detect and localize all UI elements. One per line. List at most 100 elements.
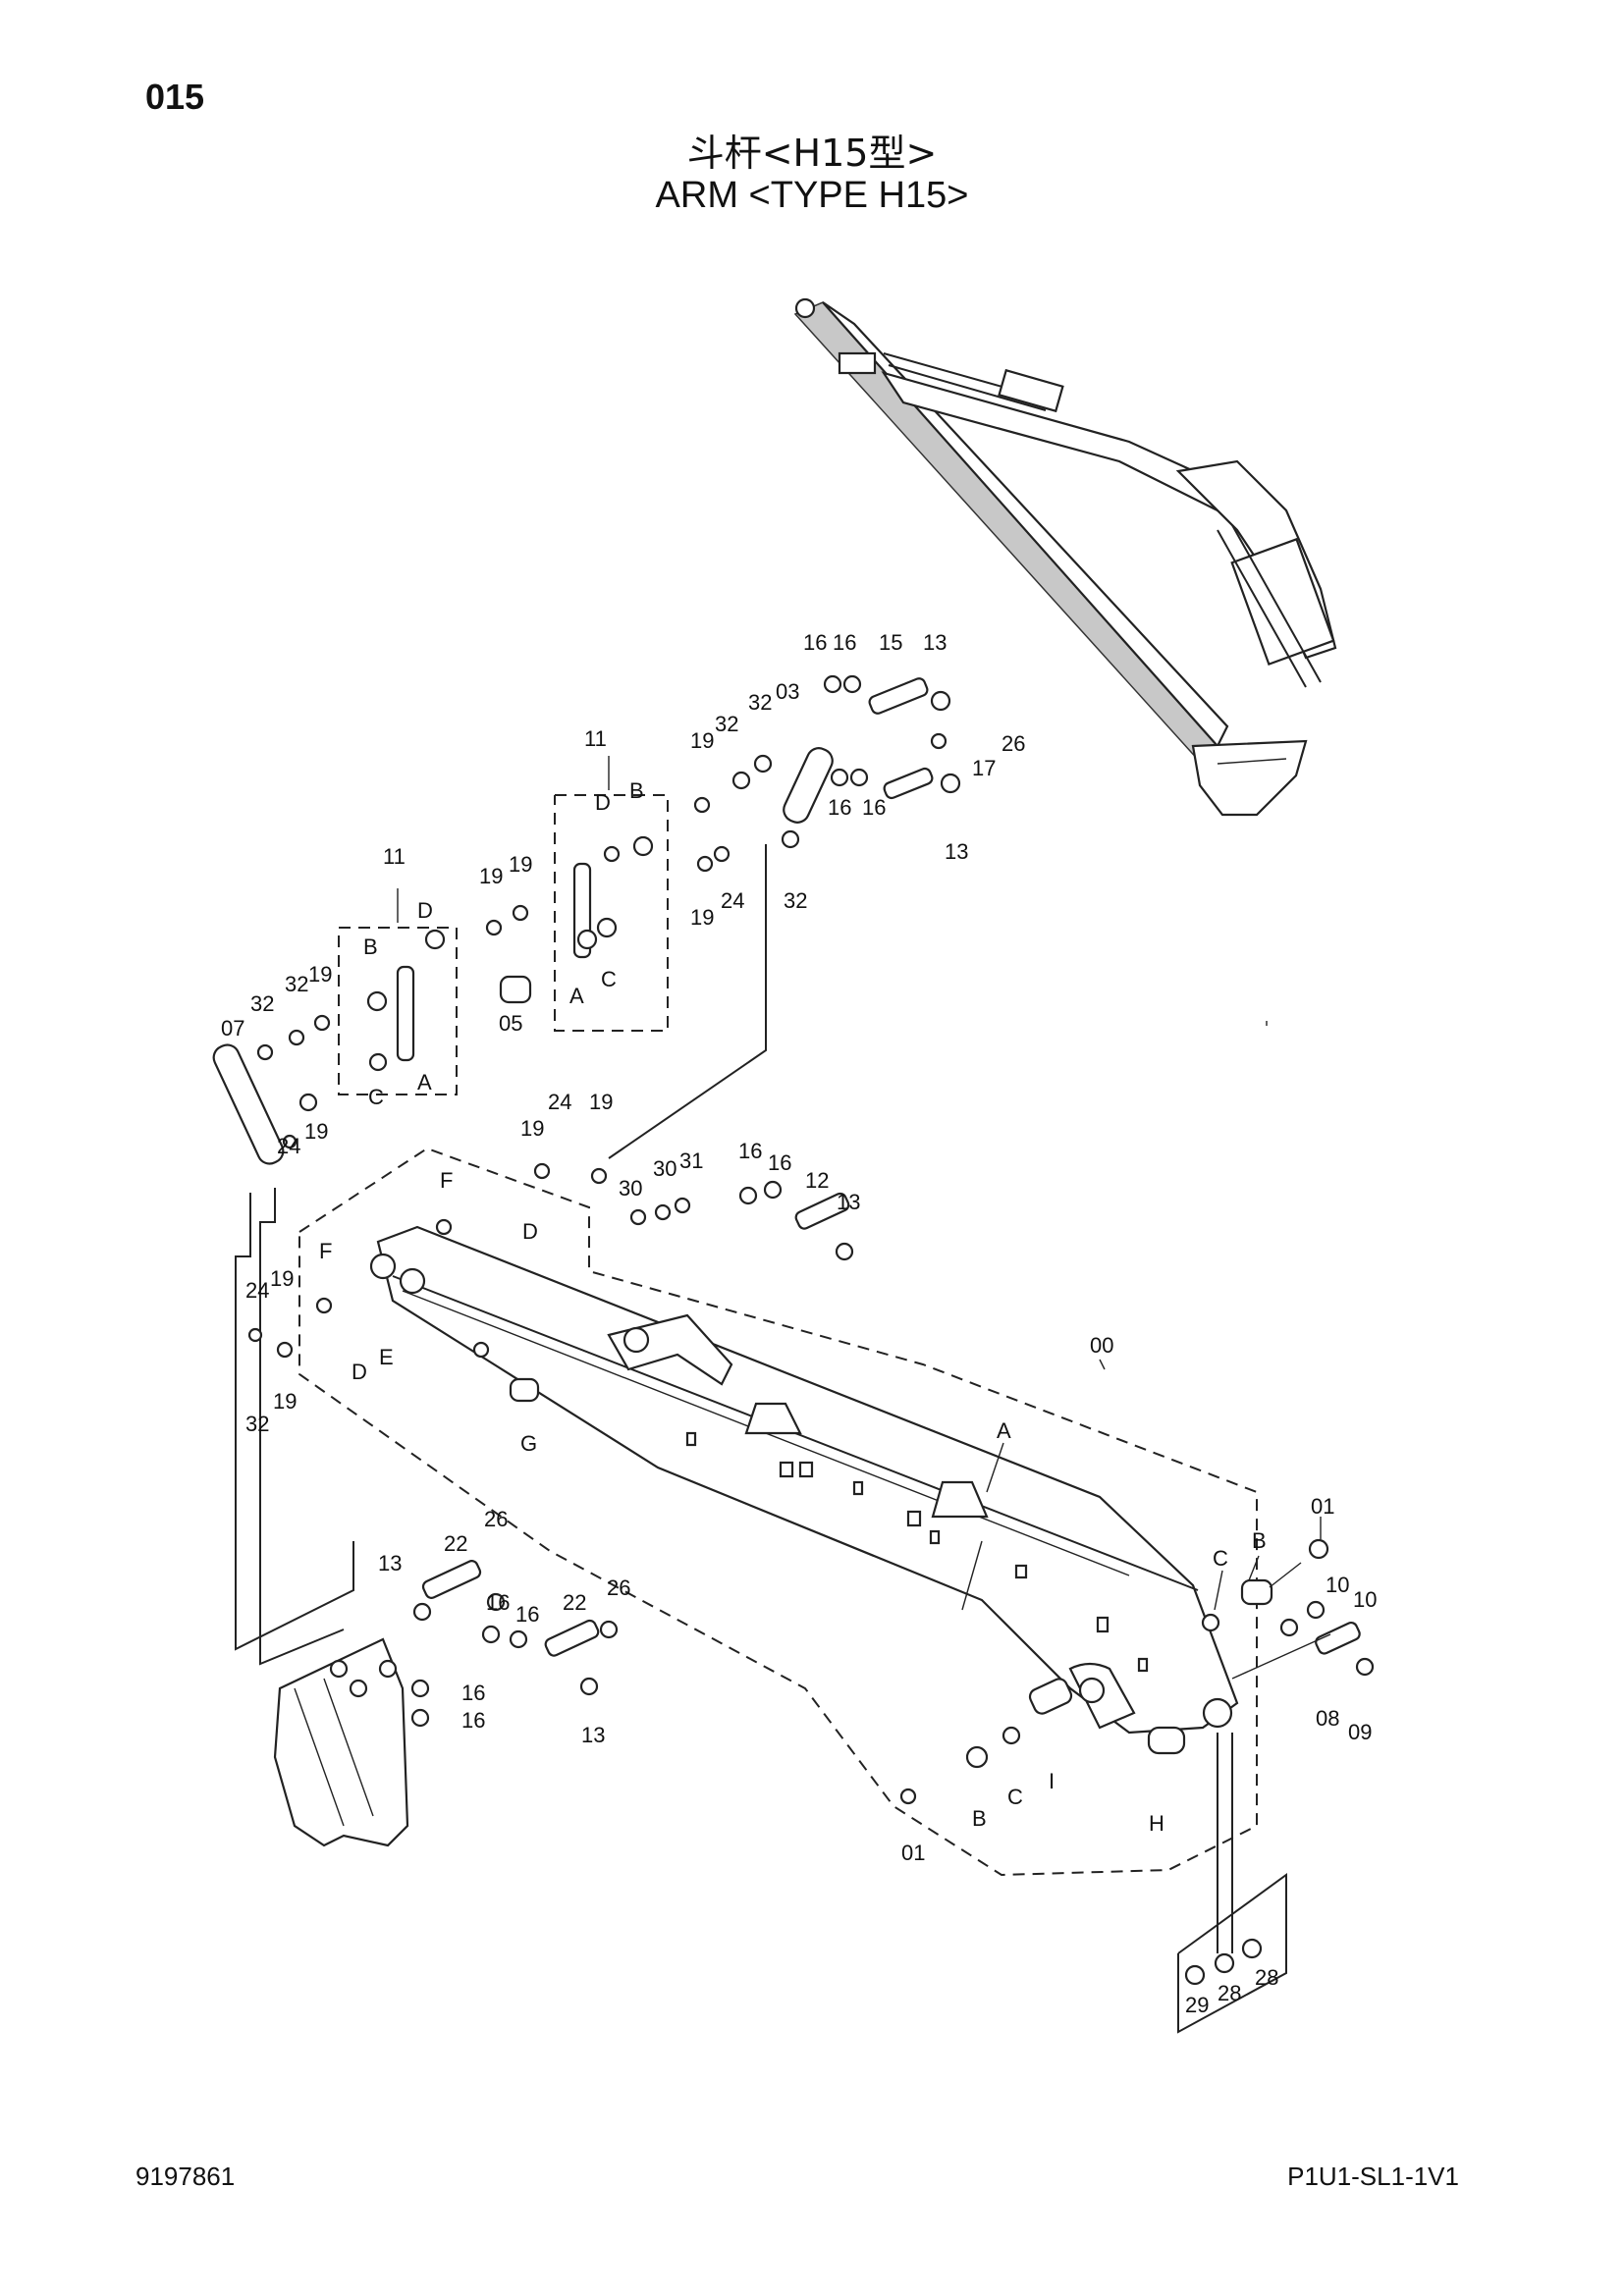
callout-label: 28 bbox=[1218, 1981, 1241, 2005]
callout-label: 26 bbox=[607, 1575, 630, 1600]
callout-label: 17 bbox=[972, 756, 996, 780]
callout-label: 22 bbox=[444, 1531, 467, 1556]
excavator-overview-illustration bbox=[793, 297, 1337, 817]
callout-label: D bbox=[522, 1219, 538, 1244]
page-number: 015 bbox=[145, 77, 205, 117]
callout-leaders bbox=[986, 1359, 1331, 1680]
callout-label: 24 bbox=[277, 1134, 300, 1158]
callout-label: 31 bbox=[679, 1148, 703, 1173]
assembly-outline-11-right bbox=[554, 794, 669, 1032]
callout-label: 16 bbox=[461, 1681, 485, 1705]
callout-label: C bbox=[601, 967, 617, 991]
callout-label: 30 bbox=[619, 1176, 642, 1201]
callout-label: B bbox=[629, 778, 644, 803]
callout-label: 16 bbox=[461, 1708, 485, 1733]
callout-label: 13 bbox=[923, 630, 947, 655]
callout-label: C bbox=[1007, 1785, 1023, 1809]
callout-label: I bbox=[1049, 1769, 1055, 1793]
callout-label: 11 bbox=[584, 726, 607, 751]
callout-label: 19 bbox=[589, 1090, 613, 1114]
callout-label: 24 bbox=[548, 1090, 571, 1114]
callout-label: F bbox=[319, 1239, 332, 1263]
link-11-left-bar bbox=[396, 965, 415, 1062]
callout-label: 22 bbox=[563, 1590, 586, 1615]
callout-label: G bbox=[520, 1431, 537, 1456]
callout-label: 03 bbox=[776, 679, 799, 704]
callout-label: 32 bbox=[250, 991, 274, 1016]
arm-main-body bbox=[369, 1225, 1239, 1735]
callout-label: 16 bbox=[768, 1150, 791, 1175]
callout-label: 13 bbox=[378, 1551, 402, 1575]
callout-labels: 16 16 15 13 03 32 32 19 26 17 16 16 13 3… bbox=[221, 630, 1377, 2017]
callout-label: A bbox=[417, 1070, 432, 1095]
callout-label: 26 bbox=[1001, 731, 1025, 756]
callout-label: 11 bbox=[383, 844, 406, 869]
callout-label: 26 bbox=[484, 1507, 508, 1531]
callout-label: B bbox=[972, 1806, 987, 1831]
callout-label: 19 bbox=[509, 852, 532, 877]
callout-label: 24 bbox=[245, 1278, 269, 1303]
callout-label: 19 bbox=[479, 864, 503, 888]
callout-label: 16 bbox=[803, 630, 827, 655]
callout-label: 16 bbox=[828, 795, 851, 820]
callout-label: H bbox=[1149, 1811, 1164, 1836]
callout-label: 12 bbox=[805, 1168, 829, 1193]
callout-label: B bbox=[363, 934, 378, 959]
callout-label: 13 bbox=[837, 1190, 860, 1214]
callout-label: 08 bbox=[1316, 1706, 1339, 1731]
callout-label: D bbox=[417, 898, 433, 923]
callout-label: 05 bbox=[499, 1011, 522, 1036]
callout-label: 00 bbox=[1090, 1333, 1113, 1358]
callout-label: 16 bbox=[738, 1139, 762, 1163]
callout-label: 09 bbox=[1348, 1720, 1372, 1744]
callout-label: C bbox=[1213, 1546, 1228, 1571]
callout-label: A bbox=[997, 1418, 1011, 1443]
callout-label: C bbox=[368, 1085, 384, 1109]
hardware-washers-bolts bbox=[247, 674, 1375, 1986]
callout-label: 19 bbox=[270, 1266, 294, 1291]
callout-label: 13 bbox=[581, 1723, 605, 1747]
callout-label: 19 bbox=[304, 1119, 328, 1144]
callout-label: F bbox=[440, 1168, 453, 1193]
callout-label: 32 bbox=[715, 712, 738, 736]
callout-label: 28 bbox=[1255, 1965, 1278, 1990]
callout-label: 07 bbox=[221, 1016, 244, 1041]
footer-document-number: 9197861 bbox=[135, 2162, 236, 2191]
bucket-illustration bbox=[273, 1637, 409, 1847]
diagram-title-chinese: 斗杆<H15型> bbox=[686, 132, 938, 175]
footer-page-code: P1U1-SL1-1V1 bbox=[1287, 2162, 1459, 2191]
callout-label: 19 bbox=[520, 1116, 544, 1141]
callout-label: B bbox=[1252, 1528, 1267, 1553]
callout-label: 19 bbox=[690, 905, 714, 930]
callout-label: 24 bbox=[721, 888, 744, 913]
callout-label: 32 bbox=[784, 888, 807, 913]
callout-label: 16 bbox=[862, 795, 886, 820]
callout-label: 10 bbox=[1353, 1587, 1377, 1612]
hardware-pins bbox=[421, 677, 1361, 1755]
callout-label: 01 bbox=[1311, 1494, 1334, 1519]
callout-label: 32 bbox=[748, 690, 772, 715]
callout-label: 10 bbox=[1326, 1573, 1349, 1597]
link-07 bbox=[212, 1043, 285, 1165]
callout-label: 16 bbox=[515, 1602, 539, 1627]
assembly-outline-11-left bbox=[338, 927, 458, 1095]
callout-label: 19 bbox=[308, 962, 332, 987]
routing-lines bbox=[235, 844, 1287, 2034]
callout-label: D bbox=[352, 1360, 367, 1384]
callout-label: E bbox=[379, 1345, 394, 1369]
callout-label: 19 bbox=[273, 1389, 297, 1414]
callout-label: 30 bbox=[653, 1156, 677, 1181]
callout-label: 32 bbox=[245, 1412, 269, 1436]
callout-label: 19 bbox=[690, 728, 714, 753]
callout-label: 32 bbox=[285, 972, 308, 996]
callout-label: 01 bbox=[901, 1841, 925, 1865]
assembly-outline-00 bbox=[298, 1147, 1258, 1877]
callout-label: 16 bbox=[833, 630, 856, 655]
callout-label: 13 bbox=[945, 839, 968, 864]
callout-label: 29 bbox=[1185, 1993, 1209, 2017]
link-03 bbox=[783, 747, 834, 824]
callout-label: 16 bbox=[486, 1590, 510, 1615]
callout-label: A bbox=[569, 984, 584, 1008]
callout-label: 15 bbox=[879, 630, 902, 655]
